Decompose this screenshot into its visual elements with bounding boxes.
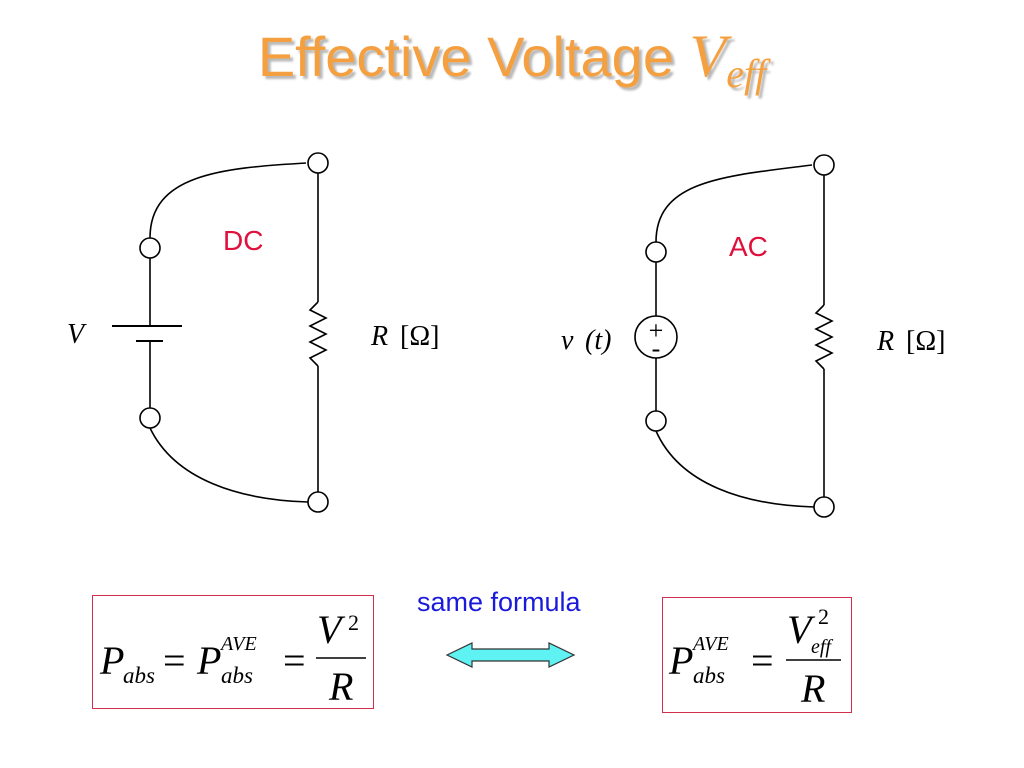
ac-load-label-r: R bbox=[876, 326, 894, 357]
dc-resistor bbox=[308, 301, 328, 367]
formula-dc-p2-sub: abs bbox=[221, 663, 253, 688]
ac-terminal-top-left bbox=[645, 241, 667, 263]
formula-ac: P AVE abs = V eff 2 R bbox=[668, 604, 841, 711]
dc-load-label-r: R bbox=[370, 321, 388, 352]
formula-ac-p-sup: AVE bbox=[691, 633, 729, 655]
ac-top-wire bbox=[655, 164, 813, 243]
dc-load-label-unit: [Ω] bbox=[400, 321, 439, 352]
ac-load-label-unit: [Ω] bbox=[906, 326, 945, 357]
formula-dc-num-exp: 2 bbox=[348, 610, 359, 635]
dc-bottom-wire bbox=[149, 427, 309, 503]
dc-label: DC bbox=[223, 225, 263, 256]
formula-ac-den-r: R bbox=[800, 666, 825, 711]
title-symbol-v: V bbox=[689, 23, 727, 89]
formula-dc-eq1: = bbox=[163, 638, 186, 683]
ac-terminal-top-right bbox=[813, 154, 835, 176]
title-symbol: Veff bbox=[689, 23, 767, 94]
formula-ac-box bbox=[662, 597, 852, 713]
formula-ac-num-sub: eff bbox=[811, 636, 833, 658]
ac-source-label-v: v bbox=[561, 325, 574, 356]
ac-terminal-bottom-right bbox=[813, 496, 835, 518]
dc-terminal-bottom-left bbox=[139, 407, 161, 429]
ac-minus-sign: - bbox=[652, 334, 661, 363]
ac-plus-sign: + bbox=[649, 316, 664, 345]
slide-title: Effective Voltage Veff bbox=[0, 22, 1024, 94]
dc-terminal-bottom-right bbox=[307, 491, 329, 513]
formula-dc-p1-sub: abs bbox=[123, 663, 155, 688]
ac-terminal-bottom-left bbox=[645, 410, 667, 432]
dc-terminal-top-right bbox=[307, 152, 329, 174]
formula-dc-eq2: = bbox=[283, 638, 306, 683]
dc-circuit bbox=[112, 152, 329, 513]
title-symbol-subscript: eff bbox=[726, 51, 767, 97]
formula-dc-p2: P bbox=[196, 638, 221, 683]
formula-dc-box bbox=[92, 595, 374, 709]
ac-circuit bbox=[634, 154, 835, 518]
ac-source-label-t: (t) bbox=[585, 325, 611, 356]
formula-dc: P abs = P AVE abs = V 2 R bbox=[99, 607, 366, 709]
formula-ac-eq: = bbox=[751, 638, 774, 683]
dc-top-wire bbox=[149, 162, 307, 239]
dc-terminal-top-left bbox=[139, 237, 161, 259]
dc-source-label: V bbox=[67, 319, 87, 350]
formula-ac-p: P bbox=[668, 638, 693, 683]
double-arrow-icon bbox=[445, 642, 576, 668]
ac-bottom-wire bbox=[655, 430, 815, 508]
title-text: Effective Voltage bbox=[257, 25, 690, 88]
formula-dc-p1: P bbox=[99, 638, 124, 683]
formula-dc-p2-sup: AVE bbox=[219, 633, 257, 655]
formula-ac-num-v: V bbox=[787, 607, 816, 652]
formula-dc-den-r: R bbox=[328, 664, 353, 709]
annotation-same-formula: same formula bbox=[417, 587, 582, 617]
formula-ac-num-exp: 2 bbox=[818, 604, 829, 629]
formula-dc-num-v: V bbox=[317, 607, 346, 652]
formula-ac-p-sub: abs bbox=[693, 663, 725, 688]
ac-label: AC bbox=[729, 231, 768, 262]
ac-resistor bbox=[814, 304, 834, 370]
